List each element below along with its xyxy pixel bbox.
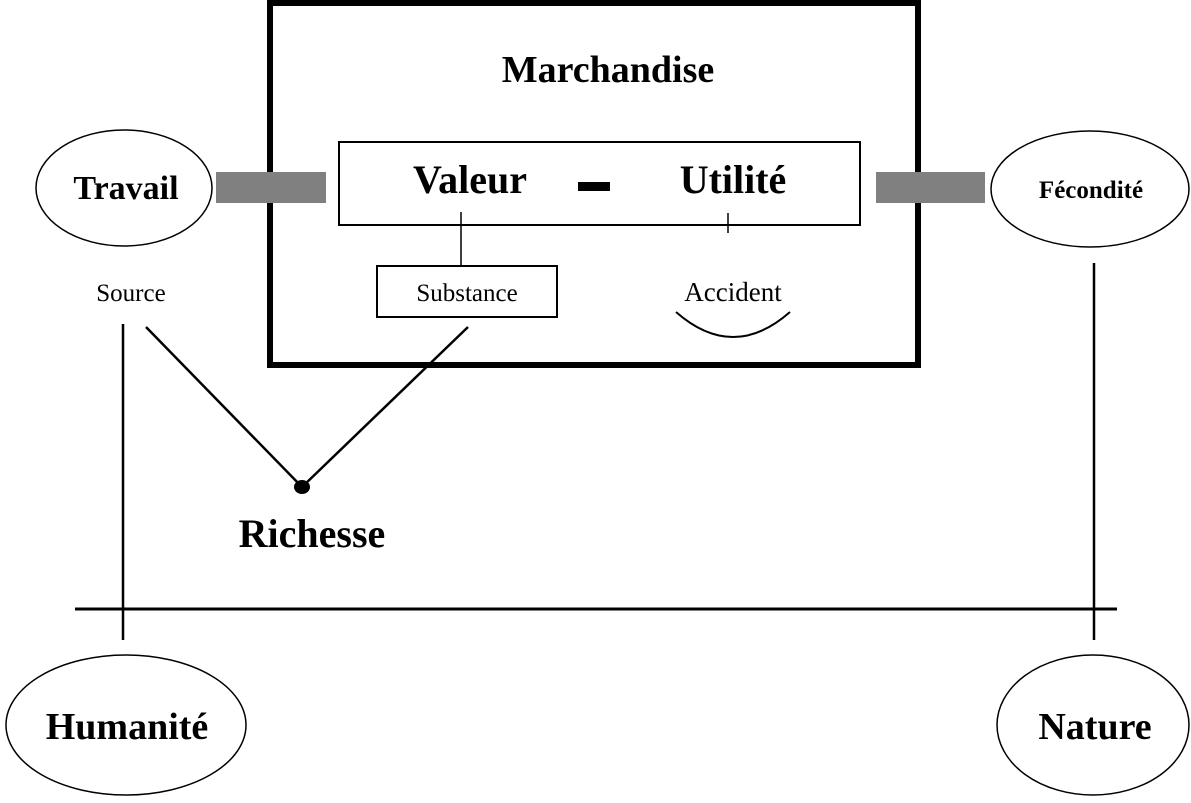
humanite-label: Humanité (46, 706, 209, 748)
marchandise-title: Marchandise (502, 49, 715, 91)
travail-label: Travail (73, 170, 178, 207)
source-label: Source (96, 280, 165, 307)
valeur-label: Valeur (413, 157, 527, 202)
richesse-junction-dot (294, 480, 310, 494)
travail-ellipse (35, 129, 213, 247)
substance-richesse-line (301, 326, 469, 488)
substance-label: Substance (416, 280, 517, 307)
nature-ellipse (996, 654, 1190, 796)
fecondite-label: Fécondité (1039, 177, 1143, 204)
nature-label: Nature (1038, 706, 1151, 748)
source-richesse-line (145, 326, 303, 488)
valeur-utilite-box (338, 141, 861, 226)
humanite-ellipse (5, 654, 247, 796)
fecondite-ellipse (990, 130, 1190, 248)
dash-mark (578, 182, 610, 191)
travail-connector (216, 172, 326, 203)
accident-arc (675, 311, 791, 338)
utilite-label: Utilité (680, 157, 787, 202)
richesse-label: Richesse (239, 511, 386, 556)
substance-box (376, 265, 558, 318)
accident-label: Accident (684, 277, 782, 307)
fecondite-connector (876, 172, 985, 203)
